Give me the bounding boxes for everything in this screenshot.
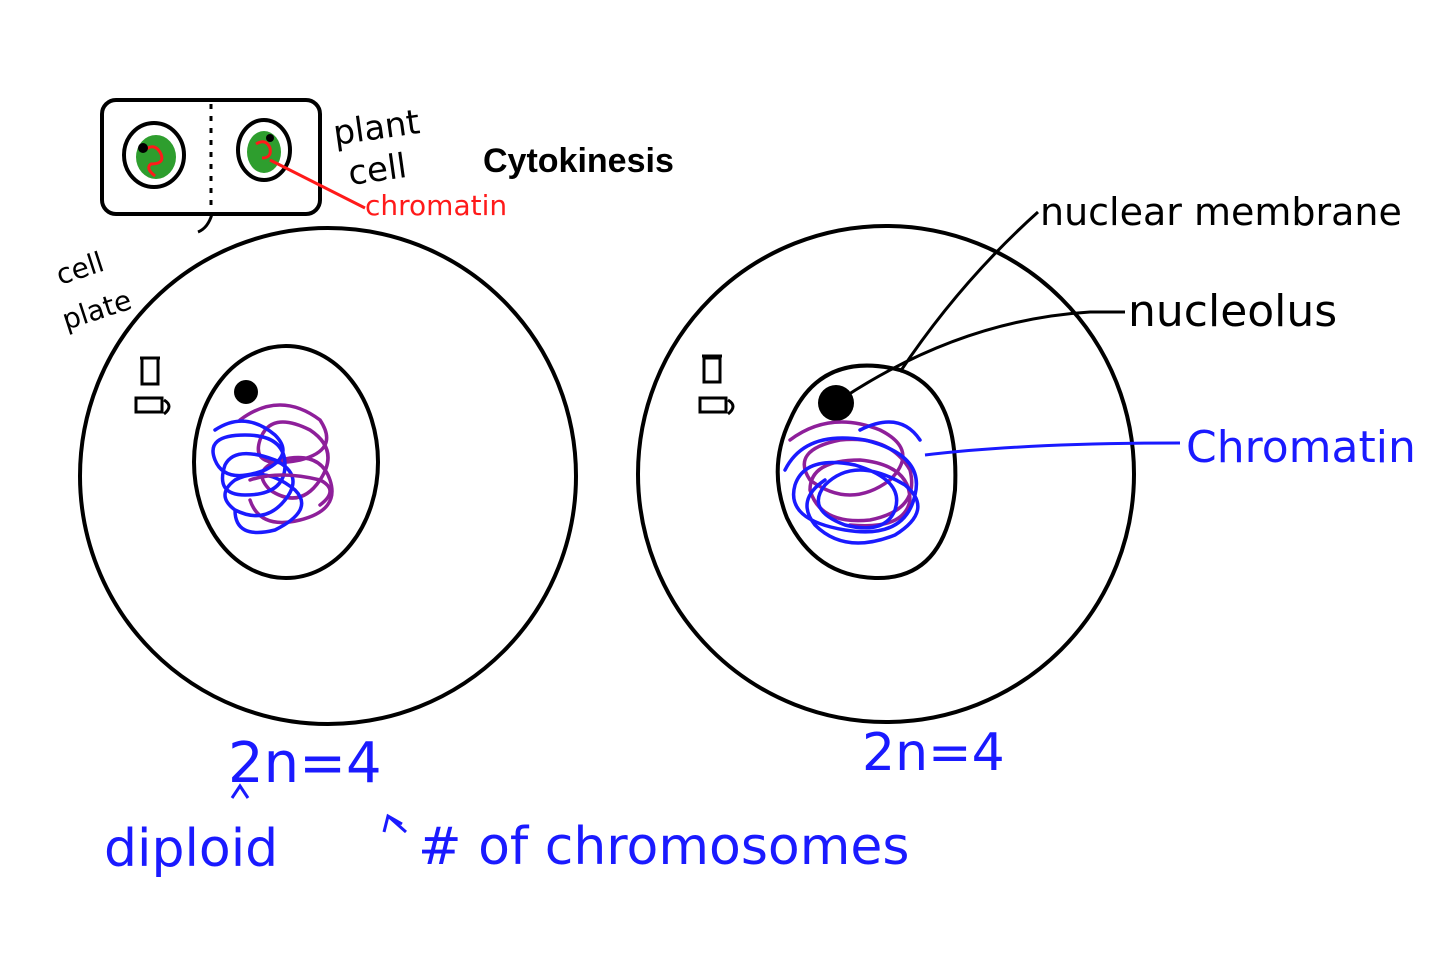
label-inset-chromatin: chromatin (365, 189, 507, 222)
right-nucleolus (818, 385, 854, 421)
right-centriole-horizontal (700, 398, 726, 412)
left-centriole-hook (164, 400, 169, 414)
right-formula: 2n=4 (862, 723, 1005, 783)
left-centriole-vertical (142, 358, 158, 384)
label-plant: plant (331, 102, 422, 154)
right-centriole-hook (728, 400, 733, 414)
leader-chromatin (925, 443, 1180, 455)
left-chromatin (213, 405, 332, 533)
label-cell-plate-line1: cell (52, 245, 108, 291)
inset-nucleolus-left (138, 143, 148, 153)
label-chromatin: Chromatin (1186, 422, 1416, 473)
inset-chromatin-green-right (247, 131, 281, 173)
right-chromatin (785, 422, 920, 543)
left-nucleolus (234, 380, 258, 404)
right-centriole-vertical (704, 358, 720, 382)
right-cell (638, 212, 1180, 722)
note-diploid: diploid (104, 819, 278, 879)
inset-nucleolus-right (266, 134, 274, 142)
left-centrioles (136, 358, 169, 414)
diagram-title: Cytokinesis (483, 142, 674, 180)
label-nucleolus: nucleolus (1128, 286, 1337, 337)
chromosome-arrow (384, 816, 406, 832)
left-formula: 2n=4 (228, 731, 382, 796)
leader-nuclear-membrane (900, 212, 1038, 372)
plant-cell-inset (102, 100, 365, 232)
left-cell (80, 228, 576, 724)
note-chromosomes: # of chromosomes (418, 817, 909, 877)
inset-chromatin-green-left (136, 135, 176, 179)
label-cell-plate-line2: plate (58, 283, 136, 336)
label-nuclear-membrane: nuclear membrane (1040, 190, 1402, 234)
label-cell: cell (346, 146, 410, 194)
cell-plate-pointer (198, 214, 212, 232)
right-centrioles (700, 356, 733, 414)
right-chromatin-blue (785, 438, 918, 543)
left-centriole-horizontal (136, 398, 162, 412)
